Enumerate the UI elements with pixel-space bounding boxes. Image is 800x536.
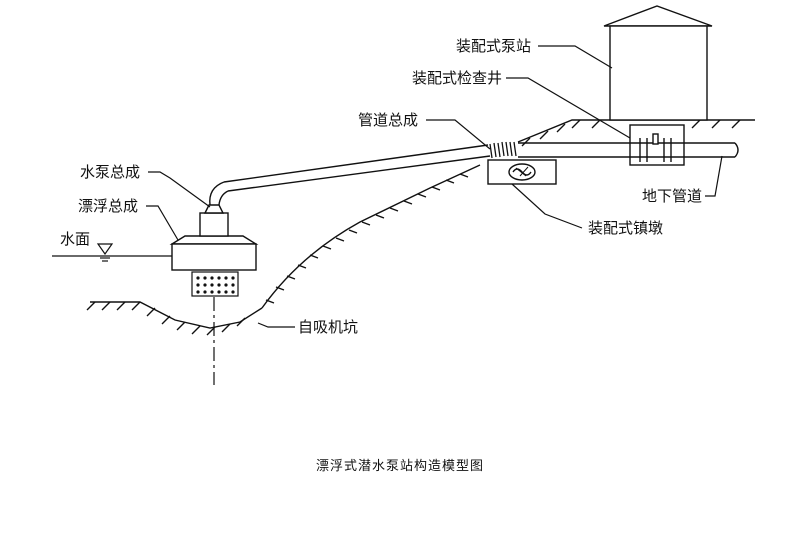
discharge-pipe <box>209 144 491 206</box>
label-float-assembly: 漂浮总成 <box>78 197 138 215</box>
label-self-priming-pit: 自吸机坑 <box>298 318 358 336</box>
pump-intake-screen <box>191 271 239 297</box>
label-pump-station: 装配式泵站 <box>456 37 531 55</box>
flexible-coupling <box>489 141 517 159</box>
label-water-surface: 水面 <box>60 230 90 248</box>
water-surface <box>52 243 178 262</box>
float-assembly-body <box>169 204 259 271</box>
label-inspection-well: 装配式检查井 <box>412 69 502 87</box>
pump-station-building <box>603 5 713 121</box>
embankment-slope <box>261 164 481 309</box>
label-anchor-block: 装配式镇墩 <box>588 219 663 237</box>
label-pump-assembly: 水泵总成 <box>80 163 140 181</box>
label-pipeline-assembly: 管道总成 <box>358 111 418 129</box>
label-underground-pipe: 地下管道 <box>642 187 702 205</box>
inspection-well <box>629 124 685 166</box>
figure-caption: 漂浮式潜水泵站构造模型图 <box>316 458 484 474</box>
underground-pipe <box>518 142 739 158</box>
anchor-block <box>487 159 557 185</box>
leader-lines <box>146 45 723 328</box>
ground-left <box>86 301 263 336</box>
